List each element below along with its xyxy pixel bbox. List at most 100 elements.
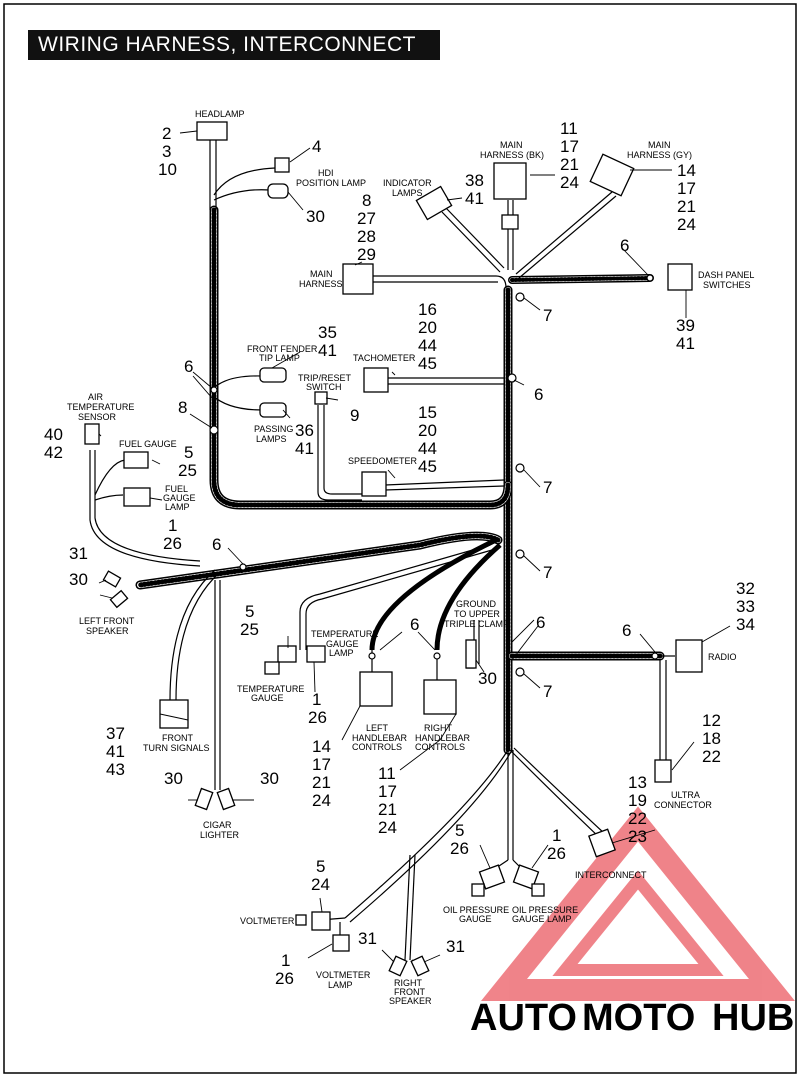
harness-clips	[209, 274, 659, 677]
callout-speedo-1: 15	[418, 403, 437, 422]
label-temp-lamp-2: GAUGE	[326, 639, 359, 649]
component-labels: HEADLAMP HDI POSITION LAMP MAIN HARNESS …	[67, 109, 754, 1006]
label-air-1: AIR	[88, 392, 104, 402]
clip-dash	[646, 274, 654, 282]
oil-pressure-gauge-plug	[471, 883, 485, 897]
label-fts-1: FRONT	[162, 733, 193, 743]
callout-hdi-top: 4	[312, 137, 321, 156]
callout-interconnect-2: 19	[628, 791, 647, 810]
label-fender-1: FRONT FENDER	[247, 344, 318, 354]
label-oil-lamp-2: GAUGE LAMP	[512, 914, 572, 924]
callout-rfs-left: 31	[358, 929, 377, 948]
label-lhc-2: HANDLEBAR	[352, 733, 408, 743]
callout-main-bk-4: 24	[560, 173, 579, 192]
callout-rhc-1: 11	[378, 764, 396, 783]
label-temp-2: GAUGE	[251, 693, 284, 703]
label-fuel: FUEL GAUGE	[119, 439, 177, 449]
callout-vlamp-2: 26	[275, 969, 294, 988]
callout-left-clip: 6	[184, 357, 193, 376]
front-turn-signals-connector	[159, 699, 189, 729]
callout-tach-3: 44	[418, 336, 437, 355]
watermark-hub: HUB	[712, 997, 794, 1039]
callout-ultra-1: 12	[702, 711, 721, 730]
callout-left8: 8	[178, 398, 187, 417]
temperature-gauge-connector	[277, 645, 297, 663]
callout-tach-clip: 6	[534, 385, 543, 404]
label-passing-2: LAMPS	[256, 434, 287, 444]
watermark: AUTO MOTO HUB	[470, 806, 796, 1039]
callout-ultra-2: 18	[702, 729, 721, 748]
left-front-speaker-plug-a	[102, 570, 122, 588]
temperature-gauge-plug	[264, 661, 280, 675]
label-fuel-lamp-1: FUEL	[165, 484, 188, 494]
callout-cigar-right: 30	[260, 769, 279, 788]
label-lhc-1: LEFT	[366, 723, 389, 733]
label-lfs-2: SPEAKER	[86, 626, 129, 636]
harness-wiring	[135, 205, 665, 755]
callout-rfs-right: 31	[446, 937, 465, 956]
callout-lhc-3: 21	[312, 773, 331, 792]
label-trip-2: SWITCH	[306, 382, 342, 392]
oil-pressure-gauge-connector	[478, 864, 506, 890]
label-interconnect: INTERCONNECT	[575, 870, 647, 880]
callout-air-1: 40	[44, 425, 63, 444]
label-rfs-2: FRONT	[394, 987, 425, 997]
cigar-lighter-plug-right	[216, 787, 236, 811]
callout-lfs-top: 31	[69, 544, 88, 563]
label-cigar-1: CIGAR	[203, 820, 232, 830]
label-radio: RADIO	[708, 652, 737, 662]
callout-headlamp-1: 2	[162, 124, 171, 143]
label-cigar-2: LIGHTER	[200, 830, 240, 840]
clip-temp-b	[433, 652, 441, 660]
right-handlebar-controls	[423, 679, 457, 715]
indicator-lamps-connector	[415, 185, 453, 221]
label-rhc-2: HANDLEBAR	[415, 733, 471, 743]
label-oil-1: OIL PRESSURE	[443, 905, 509, 915]
callout-oil-1: 5	[455, 821, 464, 840]
front-fender-tip-lamp-connector	[259, 367, 287, 383]
callout-tach-4: 45	[418, 354, 437, 373]
callout-main-bk-3: 21	[560, 155, 579, 174]
label-main-bk-2: HARNESS (BK)	[480, 150, 544, 160]
clip-7d	[515, 667, 525, 677]
callout-lhc-1: 14	[312, 737, 331, 756]
label-lfs-1: LEFT FRONT	[79, 616, 135, 626]
callout-clip7c: 7	[543, 563, 552, 582]
callout-voltmeter-2: 24	[311, 875, 330, 894]
label-hdi-2: POSITION LAMP	[296, 178, 366, 188]
label-ultra-1: ULTRA	[671, 790, 700, 800]
label-main-bk-1: MAIN	[500, 140, 523, 150]
callout-tach-2: 20	[418, 318, 437, 337]
callout-speedo-2: 20	[418, 421, 437, 440]
left-handlebar-controls	[359, 671, 393, 707]
callout-tach-1: 16	[418, 300, 437, 319]
callout-oil-lamp-1: 1	[552, 826, 561, 845]
callout-main-gy-3: 21	[677, 197, 696, 216]
callout-temp-clip: 6	[410, 615, 419, 634]
watermark-auto: AUTO	[470, 997, 577, 1039]
label-main-harness-2: HARNESS	[299, 279, 343, 289]
callout-hdi-bottom: 30	[306, 207, 325, 226]
callout-speedo-4: 45	[418, 457, 437, 476]
callout-air-2: 42	[44, 443, 63, 462]
callout-lhc-4: 24	[312, 791, 331, 810]
callout-ground: 30	[478, 669, 497, 688]
label-lhc-3: CONTROLS	[352, 742, 402, 752]
callout-rhc-3: 21	[378, 800, 397, 819]
label-air-2: TEMPERATURE	[67, 402, 134, 412]
callout-interconnect-3: 22	[628, 809, 647, 828]
main-harness-gy-connector	[589, 153, 635, 197]
label-trip-1: TRIP/RESET	[298, 373, 352, 383]
clip-7a	[515, 292, 525, 302]
callout-rhc-2: 17	[378, 782, 397, 801]
label-fuel-lamp-3: LAMP	[165, 502, 190, 512]
hdi-connector-bottom	[267, 183, 289, 199]
label-speedo: SPEEDOMETER	[348, 456, 418, 466]
callout-numbers: 2 3 10 4 30 11 17 21 24 14 17 21 24 38 4…	[44, 119, 755, 988]
callout-fuel-lamp-2: 26	[163, 534, 182, 553]
voltmeter-connector	[311, 911, 331, 931]
dash-panel-switches-connector	[667, 263, 693, 291]
callout-clip7b: 7	[543, 478, 552, 497]
thin-wires	[89, 140, 675, 969]
